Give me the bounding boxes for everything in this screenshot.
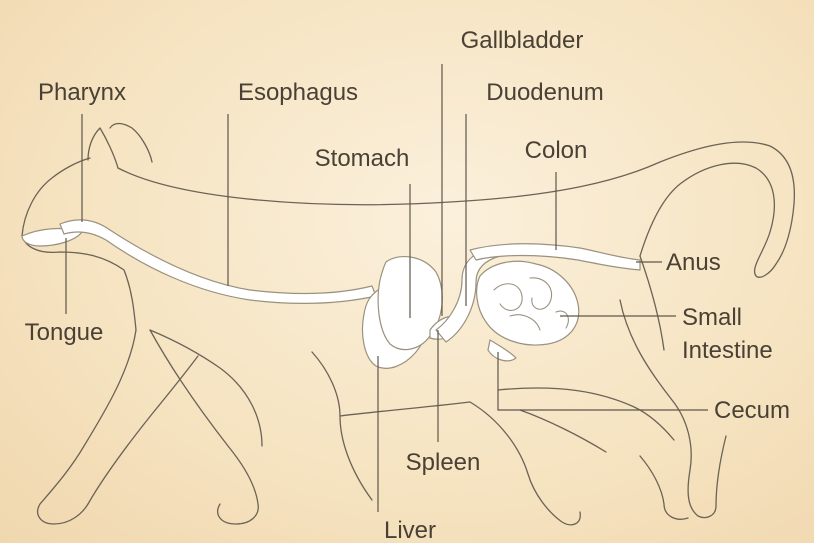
label-anus: Anus — [666, 249, 721, 276]
label-cecum: Cecum — [714, 397, 790, 424]
label-small-intestine-2: Intestine — [682, 337, 773, 364]
label-spleen: Spleen — [406, 449, 481, 476]
digestive-organs — [22, 220, 640, 369]
label-duodenum: Duodenum — [486, 79, 603, 106]
label-stomach: Stomach — [315, 145, 410, 172]
label-colon: Colon — [525, 137, 588, 164]
label-tongue: Tongue — [25, 319, 104, 346]
label-pharynx: Pharynx — [38, 79, 126, 106]
label-liver: Liver — [384, 517, 436, 543]
small-intestine — [477, 261, 579, 345]
cecum — [488, 340, 516, 361]
cecum-leader — [498, 352, 708, 410]
label-esophagus: Esophagus — [238, 79, 358, 106]
esophagus-tube — [60, 220, 376, 304]
label-gallbladder: Gallbladder — [461, 27, 584, 54]
label-small-intestine-1: Small — [682, 304, 742, 331]
